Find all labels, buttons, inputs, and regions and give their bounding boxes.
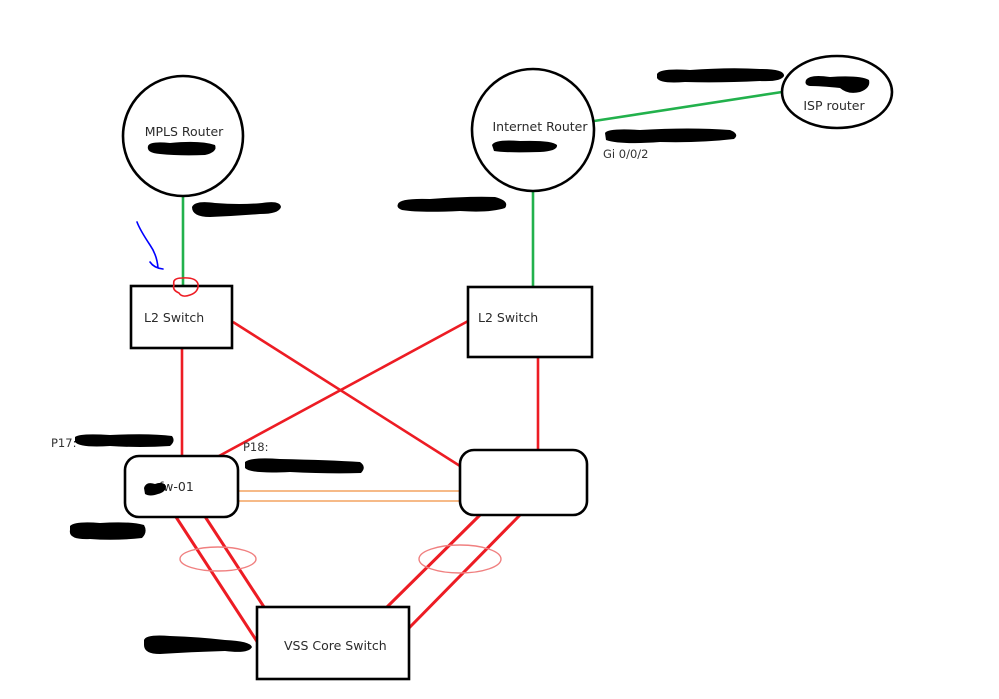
internet-router-label: Internet Router [492,119,588,134]
redaction [144,482,166,496]
node-vss-core-switch[interactable]: VSS Core Switch [255,605,411,681]
annotation-arrow-icon [136,221,164,270]
node-l2-switch-right[interactable]: L2 Switch [466,285,594,359]
port-highlight-circle [172,277,199,297]
redaction [75,434,174,447]
vss-core-switch-shape [255,605,411,681]
internet-router-shape [470,67,596,193]
redaction [657,68,785,83]
node-firewall-left[interactable]: fw-01 [123,454,240,519]
redaction [69,522,146,540]
port-label-p18: P18: [243,440,268,454]
redaction [605,128,737,144]
vss-core-switch-label: VSS Core Switch [284,638,387,653]
link-fw-right-to-vss-1 [385,513,482,609]
l2-switch-left-label: L2 Switch [144,310,204,325]
link-internet-to-isp [593,90,783,123]
node-firewall-right[interactable] [458,448,589,517]
node-mpls-router[interactable]: MPLS Router [121,74,245,198]
node-isp-router[interactable]: ISP router [780,54,894,130]
lag-marker-right [418,544,502,574]
firewall-left-label: fw-01 [159,479,194,494]
redactions [69,68,785,654]
firewall-right-shape [458,448,589,517]
l2-switch-right-label: L2 Switch [478,310,538,325]
redaction [245,458,364,474]
redaction [805,76,870,93]
l2-switch-left-shape [129,284,234,350]
link-fw-right-to-vss-2 [407,513,522,630]
redaction [147,141,216,156]
isp-router-label: ISP router [803,98,865,113]
node-internet-router[interactable]: Internet Router [470,67,596,193]
redaction [492,140,558,153]
mpls-router-shape [121,74,245,198]
node-l2-switch-left[interactable]: L2 Switch [129,284,234,350]
firewall-left-shape [123,454,240,519]
redaction [144,635,252,654]
port-label-p17: P17: [51,436,76,450]
link-l2-left-to-fw-right [232,320,461,468]
link-l2-right-to-fw-left [218,318,471,458]
redaction [192,202,281,217]
internet-router-port-label: Gi 0/0/2 [603,147,648,161]
lag-marker-left [179,546,257,572]
redaction [397,196,507,212]
isp-router-shape [780,54,894,130]
link-fw-left-to-vss-1 [174,516,260,644]
l2-switch-right-shape [466,285,594,359]
mpls-router-label: MPLS Router [145,124,224,139]
link-fw-left-to-vss-2 [202,514,266,608]
links [174,90,783,644]
